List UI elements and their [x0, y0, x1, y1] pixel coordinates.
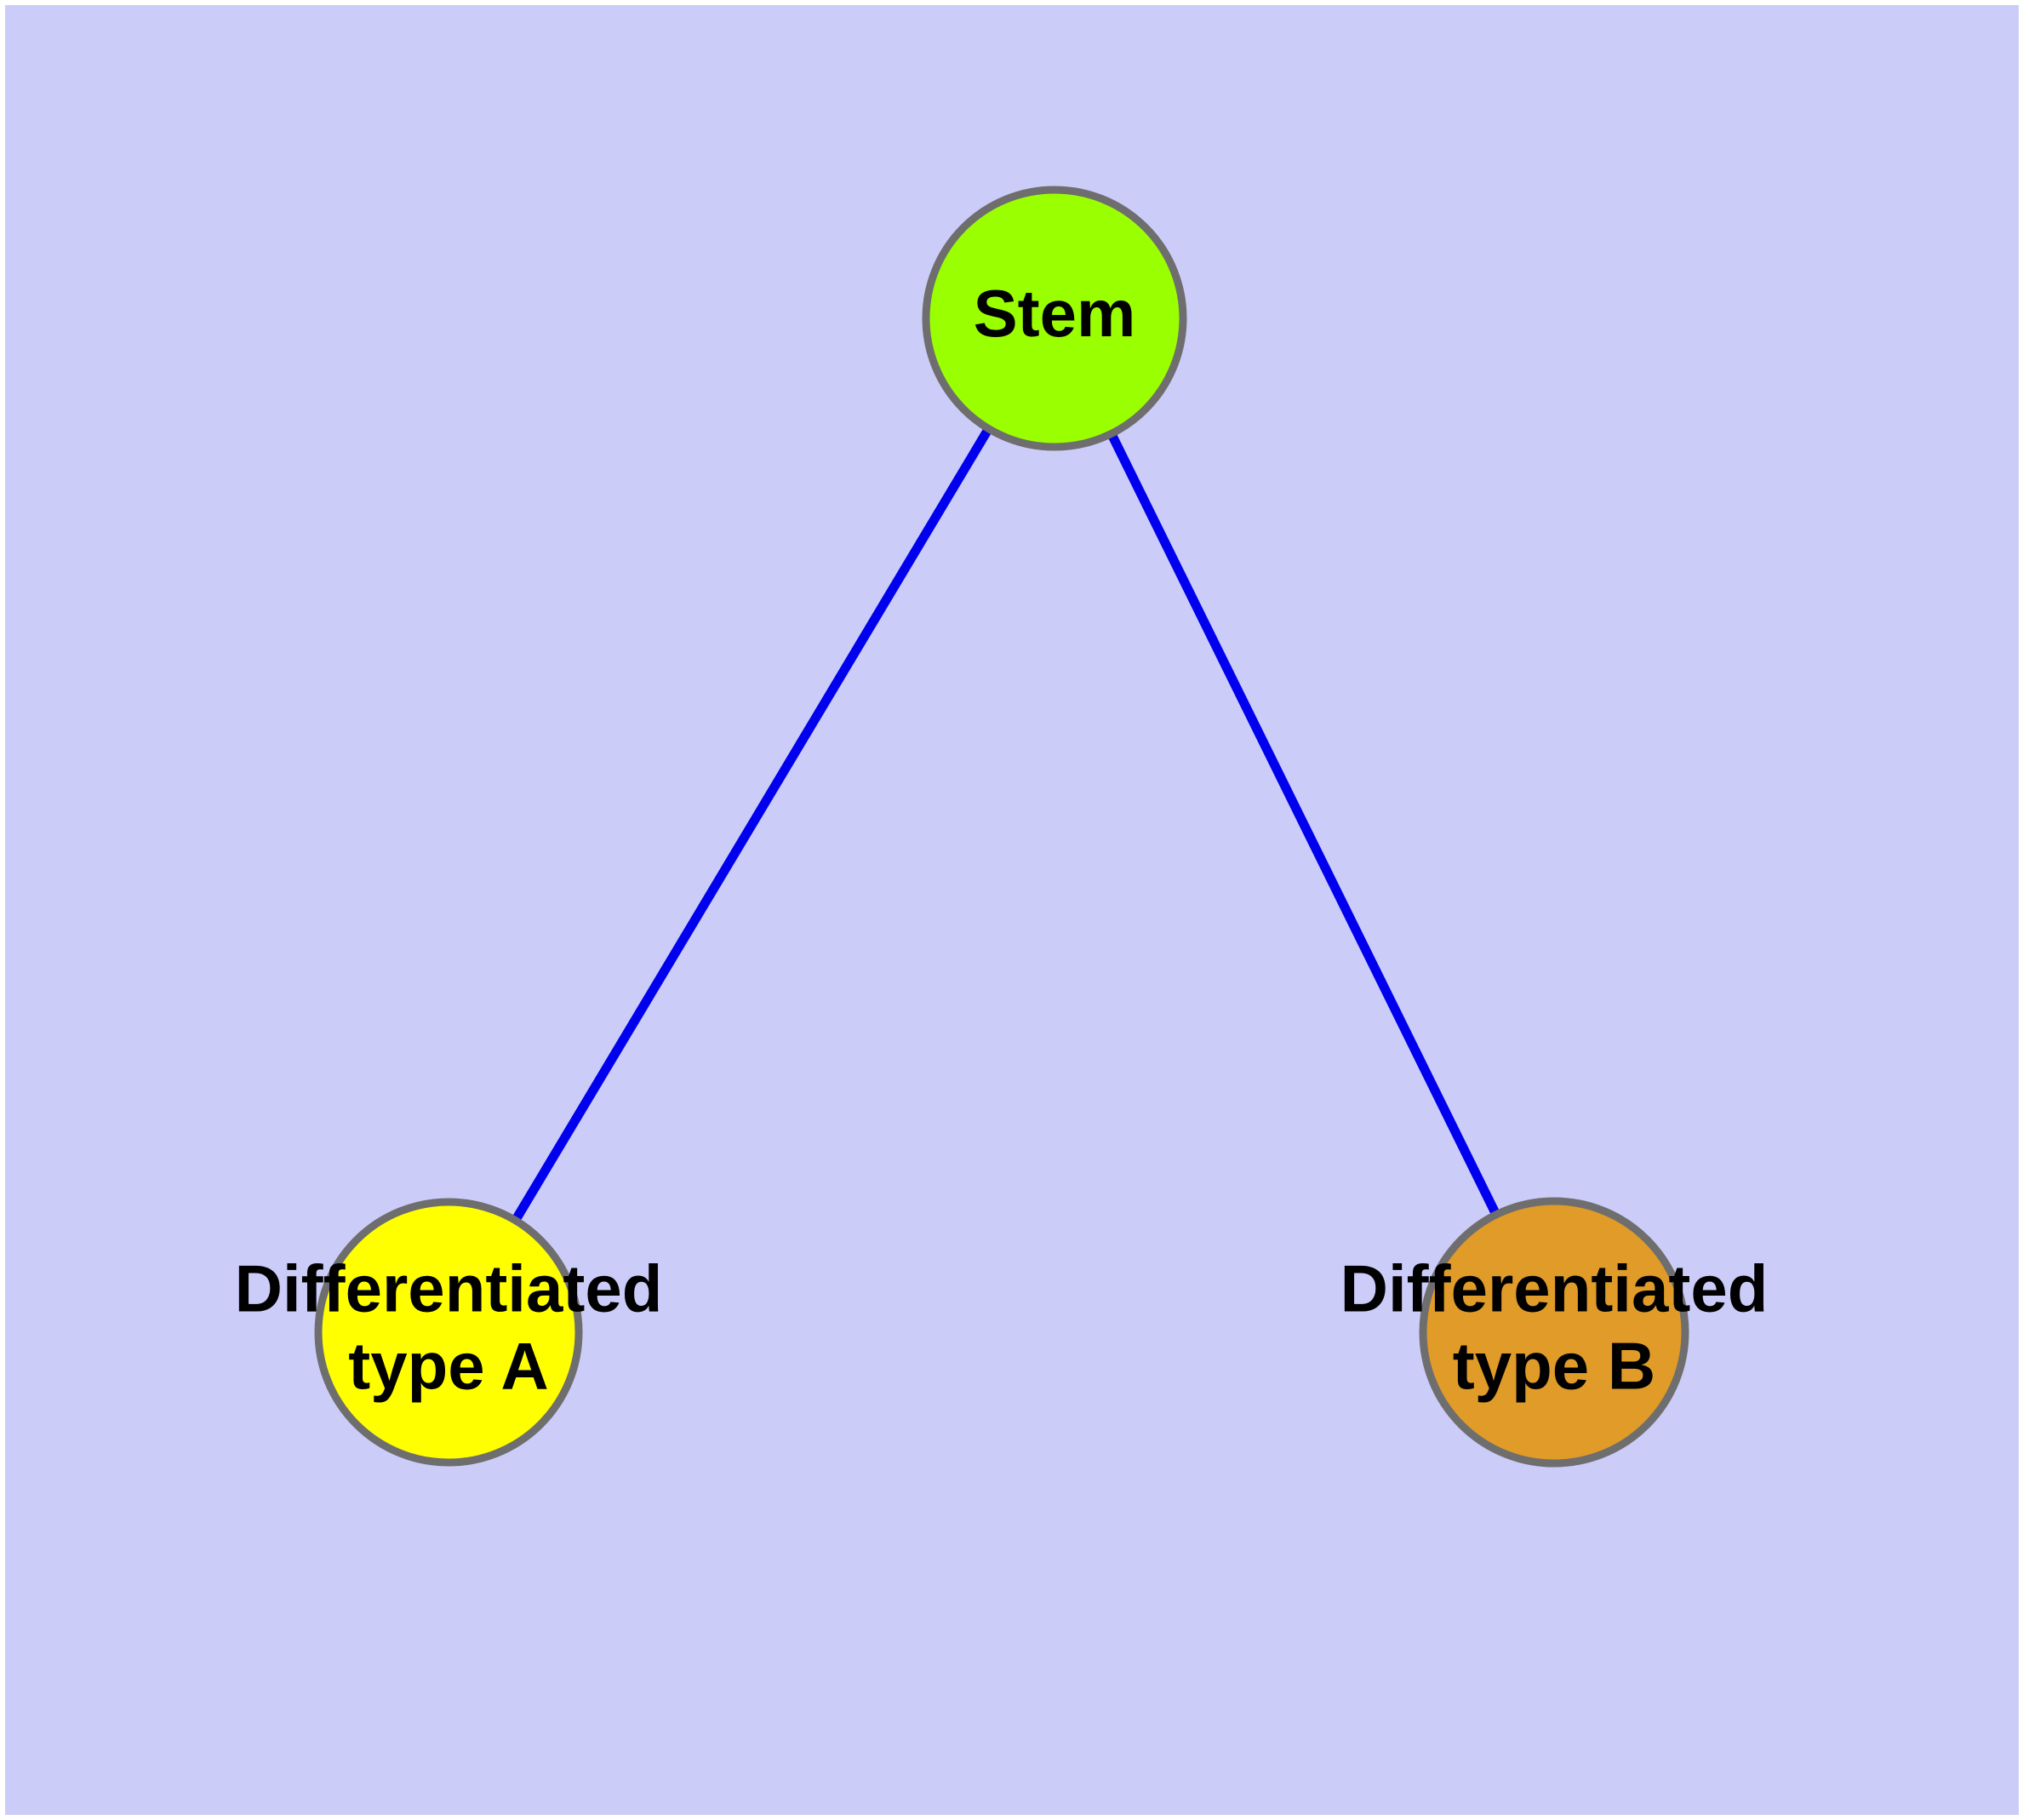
- graph-edge-stem-to-b[interactable]: [1106, 428, 1502, 1220]
- node-label-stem: Stem: [974, 276, 1136, 351]
- node-circle-diff_b[interactable]: [1419, 1197, 1689, 1468]
- graph-node-stem[interactable]: Stem: [922, 186, 1187, 451]
- graph-edge-stem-to-a[interactable]: [509, 423, 995, 1226]
- edges-layer: [509, 423, 1502, 1226]
- node-circle-stem[interactable]: [922, 186, 1187, 451]
- node-circle-diff_a[interactable]: [314, 1198, 583, 1467]
